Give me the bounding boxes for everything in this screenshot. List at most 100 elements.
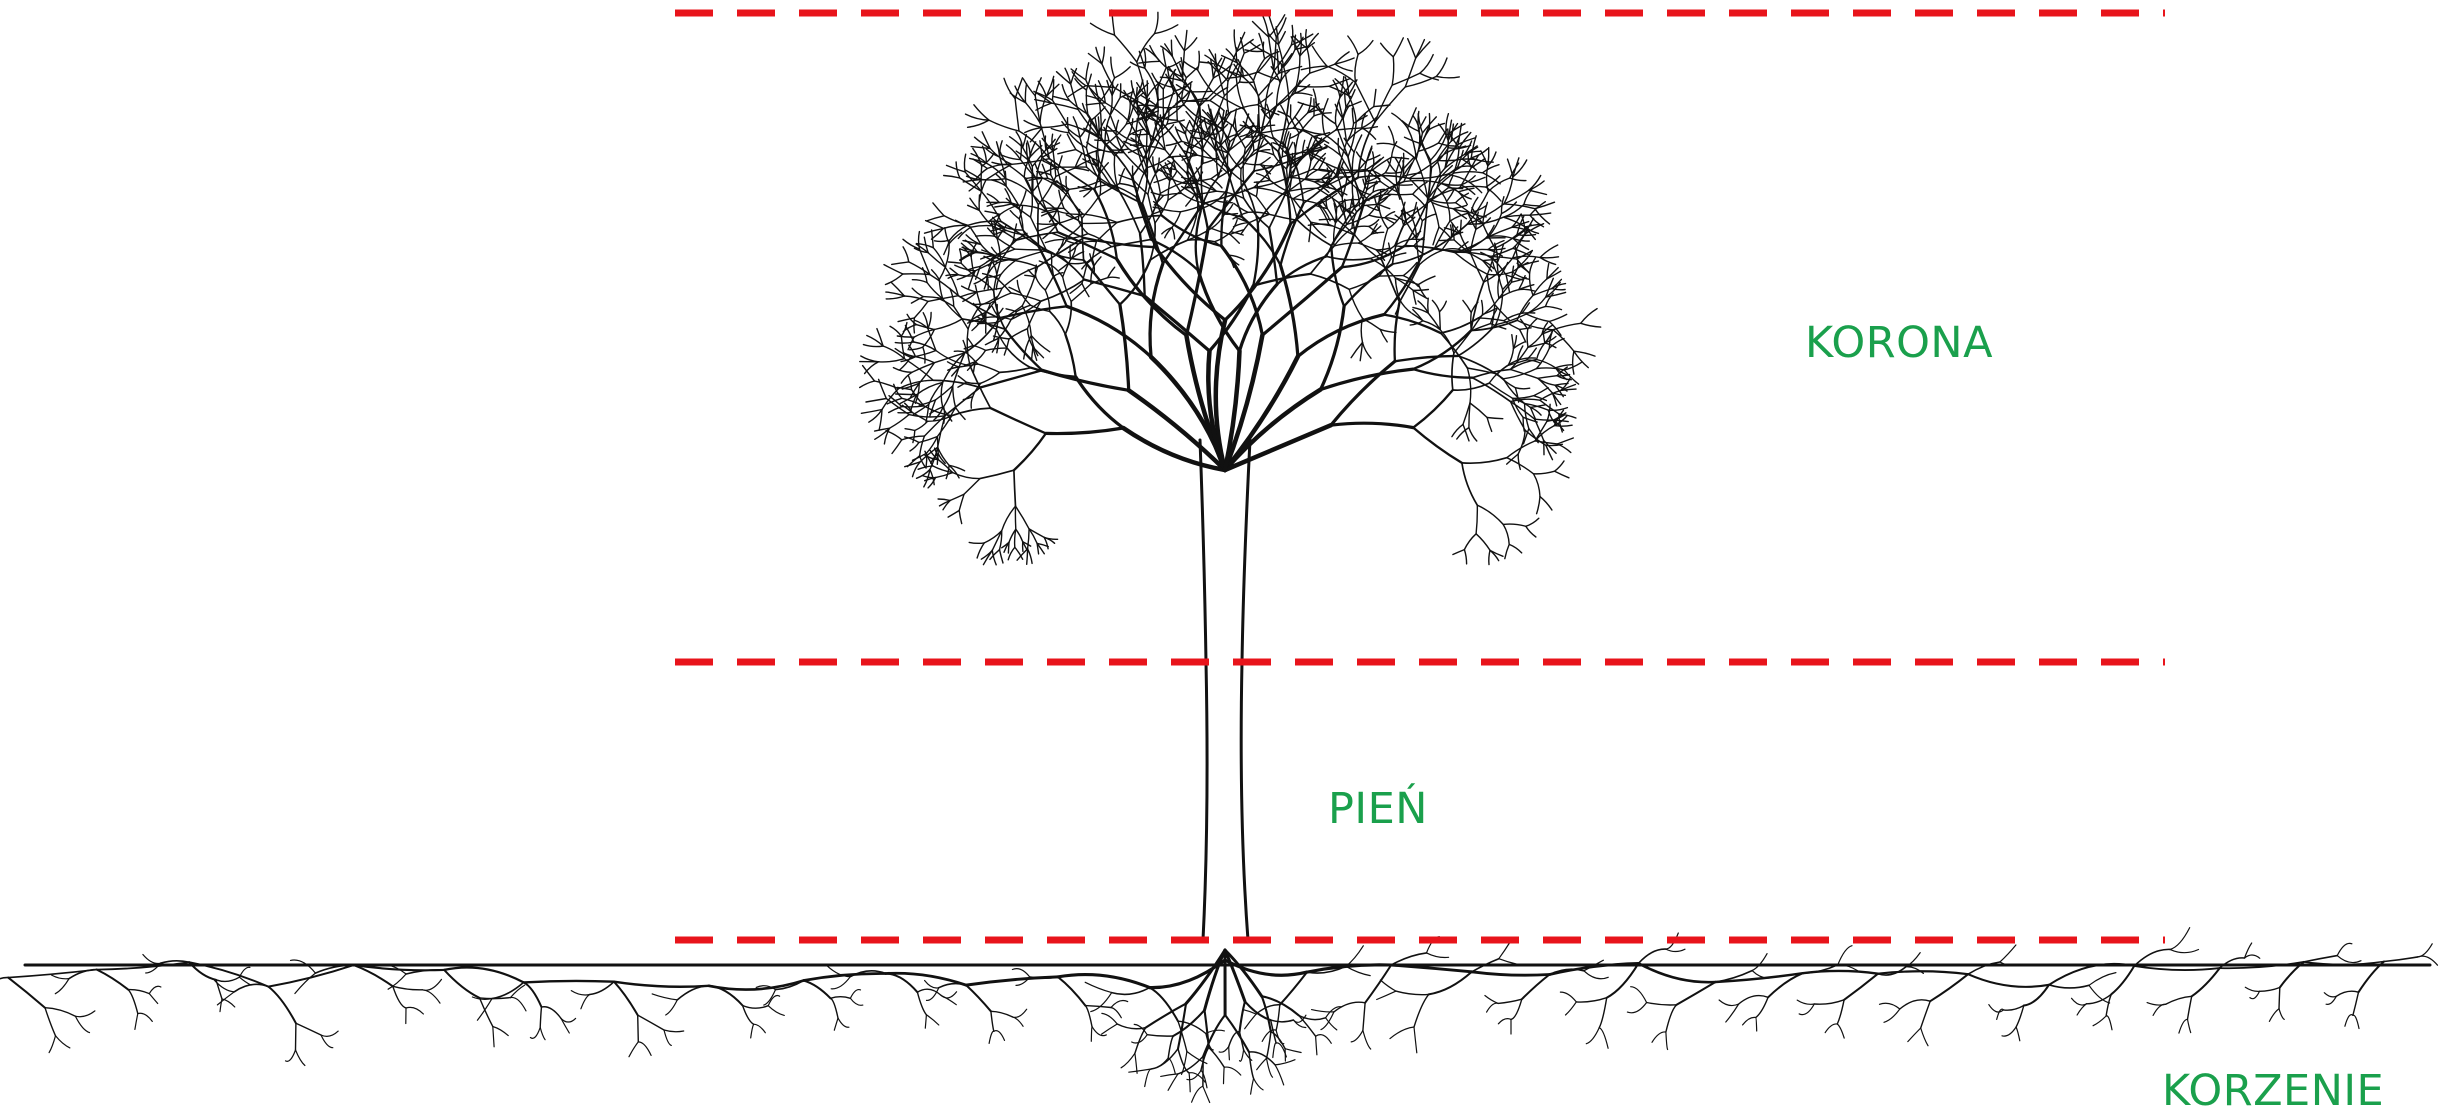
root-branch [1102, 1013, 1117, 1024]
crown-branch [1379, 276, 1403, 277]
root-branch [1316, 1035, 1332, 1044]
root-branch [834, 1018, 838, 1030]
root-branch [1168, 1074, 1178, 1090]
crown-branch [936, 473, 953, 478]
crown-branch [997, 278, 1011, 293]
root-branch [1219, 1047, 1229, 1053]
root-branch [2345, 1015, 2353, 1027]
crown-branch [1277, 93, 1295, 106]
root-branch [1112, 988, 1150, 995]
crown-branch [1094, 257, 1101, 266]
crown-branch [1464, 550, 1466, 564]
crown-branch [1321, 178, 1332, 179]
root-branch [2002, 1027, 2016, 1036]
crown-branch [1555, 471, 1569, 478]
crown-branch [1069, 133, 1086, 148]
crown-branch [884, 265, 903, 274]
crown-branch [1538, 376, 1557, 379]
root-branch [1245, 1014, 1256, 1029]
crown-branch [1323, 99, 1329, 114]
root-branch [493, 1027, 494, 1047]
root-branch [393, 986, 406, 1008]
crown-branch [1291, 25, 1292, 45]
crown-branch [910, 443, 919, 452]
crown-branch [1418, 111, 1419, 131]
crown-branch [892, 440, 902, 454]
crown-branch [1462, 458, 1507, 464]
crown-branch [1120, 305, 1129, 391]
root-branch [2089, 973, 2116, 986]
crown-branch [1139, 61, 1160, 63]
root-branch [1584, 971, 1608, 979]
root-branch [1271, 1032, 1285, 1049]
crown-branch [944, 386, 953, 407]
root-branch [45, 1008, 56, 1036]
root-branch [2111, 966, 2134, 994]
crown-branch [1083, 214, 1117, 222]
root-branch [291, 960, 316, 973]
crown-branch [1227, 81, 1229, 113]
crown-branch [1015, 249, 1046, 250]
root-branch [2166, 996, 2192, 1004]
crown-branch [1172, 227, 1175, 239]
crown-branch [1365, 163, 1366, 183]
root-branch [2000, 945, 2016, 962]
root-branch [45, 1008, 75, 1017]
crown-branch [860, 381, 875, 388]
root-branch [1884, 1009, 1900, 1022]
crown-branch [1045, 276, 1053, 290]
crown-branch [861, 356, 879, 362]
root-branch [1147, 1035, 1173, 1036]
root-branch [2337, 943, 2352, 955]
root-branch [1989, 1005, 2004, 1012]
crown-branch [1537, 360, 1556, 368]
root-branch [2072, 998, 2087, 1005]
root-branch [1566, 1002, 1577, 1015]
crown-branch [1453, 550, 1465, 555]
root-branch [149, 986, 161, 993]
root-branch [149, 994, 157, 1004]
root-branch [2153, 1004, 2166, 1015]
root-branch [422, 990, 440, 1003]
root-branch [1756, 997, 1768, 1017]
root-branch [1719, 1000, 1739, 1006]
crown-branch [1306, 30, 1307, 49]
root-branch [1111, 1000, 1128, 1007]
crown-branch [1392, 113, 1408, 128]
root-branch [2245, 955, 2260, 958]
crown-branch [1385, 172, 1402, 173]
crown-branch [930, 275, 959, 296]
crown-branch [1476, 534, 1490, 551]
crown-branch [1361, 318, 1362, 342]
crown-branch [1086, 63, 1089, 80]
crown-branch [1082, 284, 1089, 297]
crown-branch [1530, 258, 1536, 273]
crown-branch [938, 499, 950, 501]
crown-branch [1025, 84, 1026, 103]
crown-branch [1540, 257, 1558, 258]
crown-branch [977, 543, 984, 558]
crown-branch [1381, 43, 1394, 57]
crown-branch [1503, 524, 1526, 526]
root-branch [2106, 1016, 2112, 1030]
crown-branch [1082, 222, 1117, 223]
root-branch [2089, 985, 2110, 1003]
crown-branch [1347, 123, 1354, 142]
root-branch [1275, 1065, 1284, 1085]
root-branch [1285, 1049, 1301, 1053]
root-branch [1631, 987, 1647, 1003]
crown-branch [1258, 192, 1285, 223]
crown-branch [1349, 276, 1379, 289]
crown-branch [937, 437, 938, 454]
root-branch [638, 1015, 639, 1042]
crown-branch [1321, 306, 1345, 389]
crown-branch [1164, 210, 1181, 212]
root-branch [1908, 1028, 1921, 1042]
crown-branch [1537, 348, 1550, 368]
root-branch [2188, 996, 2192, 1019]
crown-branch [1540, 497, 1552, 510]
crown-branch [1488, 148, 1489, 166]
crown-branch [1380, 329, 1396, 332]
crown-branch [1469, 428, 1477, 441]
